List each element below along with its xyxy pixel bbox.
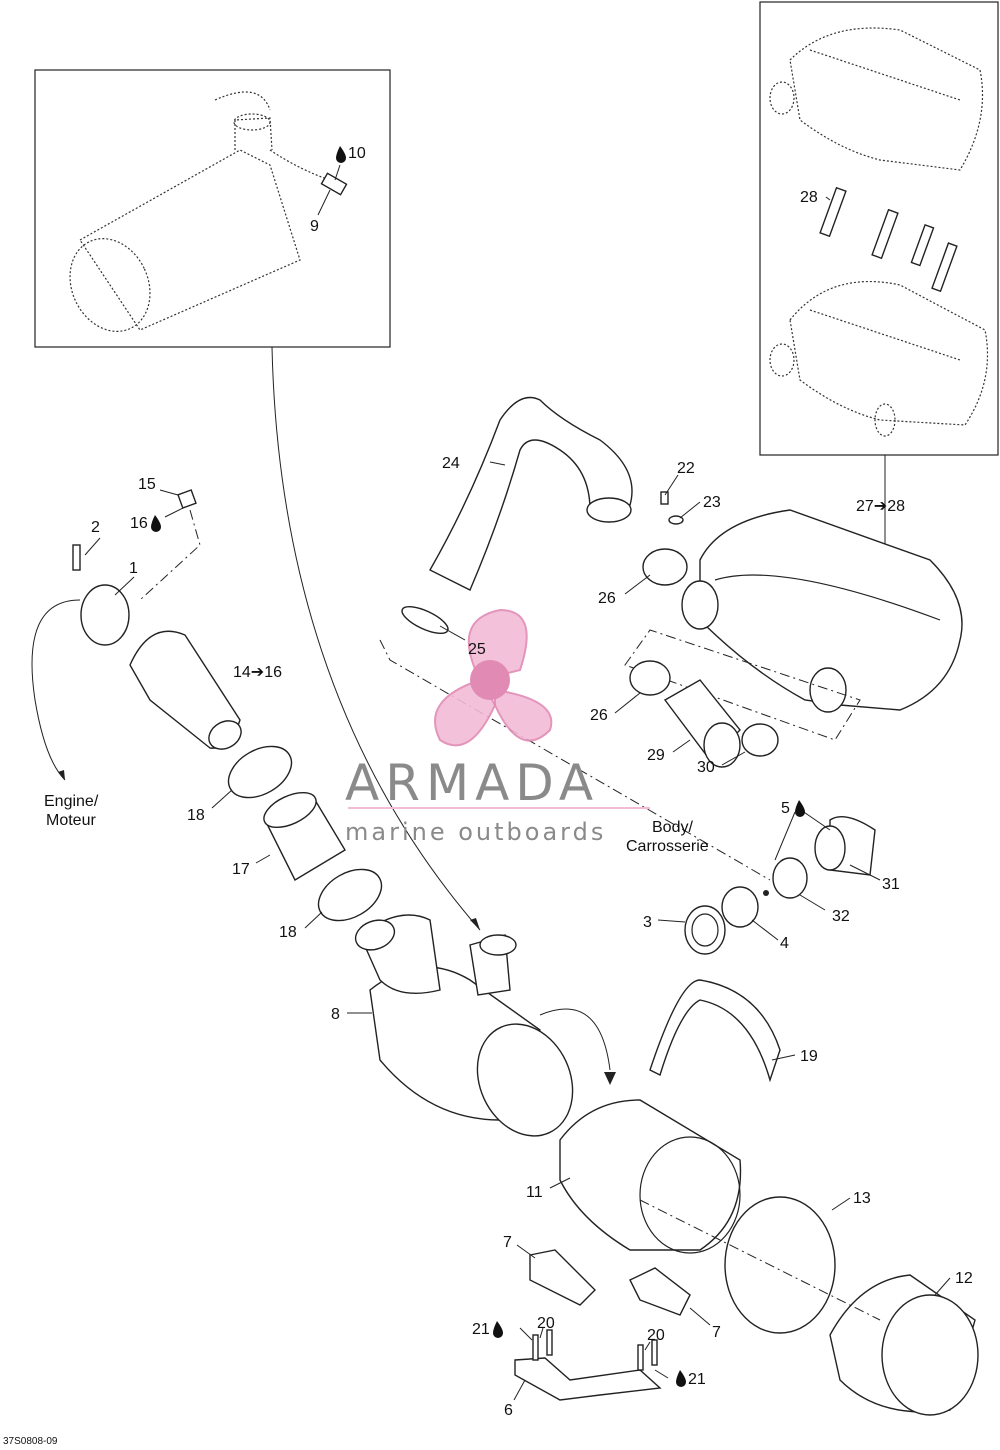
callout-21-left: 21 xyxy=(472,1321,490,1338)
callout-1: 1 xyxy=(129,560,138,577)
bracket-7-right xyxy=(629,1267,691,1316)
callout-7-right: 7 xyxy=(712,1324,721,1341)
fitting-31 xyxy=(814,816,876,876)
callout-20-left: 20 xyxy=(537,1315,555,1332)
hose-29 xyxy=(663,679,741,768)
hose-24 xyxy=(429,396,633,591)
clamp-18-upper xyxy=(227,745,293,799)
callout-32: 32 xyxy=(832,908,850,925)
callout-25: 25 xyxy=(468,641,486,658)
callout-22: 22 xyxy=(677,460,695,477)
body-label-line1: Body/ xyxy=(652,819,693,836)
armada-watermark: ARMADA marine outboards xyxy=(345,608,650,846)
clamp-1 xyxy=(80,584,130,646)
strap-19 xyxy=(649,979,781,1083)
callout-17: 17 xyxy=(232,861,250,878)
watermark-tagline: marine outboards xyxy=(345,818,606,846)
cover-11 xyxy=(559,1099,742,1254)
callout-7-left: 7 xyxy=(503,1234,512,1251)
callout-19: 19 xyxy=(800,1048,818,1065)
callout-29: 29 xyxy=(647,747,665,764)
leader-lines xyxy=(84,164,951,1401)
callout-30: 30 xyxy=(697,759,715,776)
callout-16: 16 xyxy=(130,515,148,532)
clamp-30 xyxy=(741,723,779,757)
watermark-brand: ARMADA xyxy=(345,754,599,812)
callout-13: 13 xyxy=(853,1190,871,1207)
callout-14-16: 14➔16 xyxy=(233,664,282,681)
callout-11: 11 xyxy=(526,1184,543,1201)
sensor-9 xyxy=(320,172,348,196)
callout-26-lower: 26 xyxy=(590,707,608,724)
muffler-8 xyxy=(354,914,574,1137)
ring-4 xyxy=(721,886,759,928)
screw-22 xyxy=(660,491,669,505)
body-label-line2: Carrosserie xyxy=(626,838,709,855)
clamp-26-upper xyxy=(642,548,688,586)
clamp-26-lower xyxy=(629,660,671,696)
drop-icon xyxy=(151,515,161,532)
callout-10: 10 xyxy=(348,145,366,162)
inset-resonator-lower xyxy=(769,280,989,437)
callout-27-28: 27➔28 xyxy=(856,498,905,515)
callout-18-upper: 18 xyxy=(187,807,205,824)
callout-31: 31 xyxy=(882,876,900,893)
drop-icon xyxy=(795,800,805,817)
cap-12 xyxy=(829,1274,979,1416)
engine-label-line2: Moteur xyxy=(46,812,96,829)
sleeve-17 xyxy=(263,791,346,881)
engine-label-line1: Engine/ xyxy=(44,793,99,810)
callout-2: 2 xyxy=(91,519,100,536)
drop-icon xyxy=(336,146,346,163)
screws-20 xyxy=(532,1329,658,1371)
callout-12: 12 xyxy=(955,1270,973,1287)
bracket-7-left xyxy=(529,1249,596,1306)
outlet-14 xyxy=(129,630,242,750)
inset-resonator-upper xyxy=(769,27,984,171)
callout-15: 15 xyxy=(138,476,156,493)
inset-muffler xyxy=(69,91,331,332)
ring-13 xyxy=(724,1196,836,1334)
inset-box-resonator-alt xyxy=(759,1,999,456)
callout-6: 6 xyxy=(504,1402,513,1419)
callout-18-lower: 18 xyxy=(279,924,297,941)
washer-23 xyxy=(668,515,684,525)
callout-21-right: 21 xyxy=(688,1371,706,1388)
pin-2 xyxy=(72,544,81,571)
clamp-18-lower xyxy=(317,868,383,922)
callout-26-upper: 26 xyxy=(598,590,616,607)
figure-code: 37S0808-09 xyxy=(3,1436,58,1447)
callout-3: 3 xyxy=(643,914,652,931)
drop-icon xyxy=(676,1370,686,1387)
callout-4: 4 xyxy=(780,935,789,952)
callout-23: 23 xyxy=(703,494,721,511)
resonator-27 xyxy=(681,509,963,713)
drop-icon xyxy=(493,1321,503,1338)
callout-8: 8 xyxy=(331,1006,340,1023)
callout-20-right: 20 xyxy=(647,1327,665,1344)
clamp-25 xyxy=(401,605,449,635)
callout-24: 24 xyxy=(442,455,460,472)
strips-28 xyxy=(819,186,958,293)
plate-6 xyxy=(514,1357,662,1401)
gasket-32 xyxy=(772,857,808,899)
callout-5: 5 xyxy=(781,800,790,817)
plug-15 xyxy=(177,489,197,509)
callout-9: 9 xyxy=(310,218,319,235)
inset-box-muffler-alt xyxy=(34,69,391,348)
callout-28: 28 xyxy=(800,189,818,206)
nut-3 xyxy=(684,905,726,955)
